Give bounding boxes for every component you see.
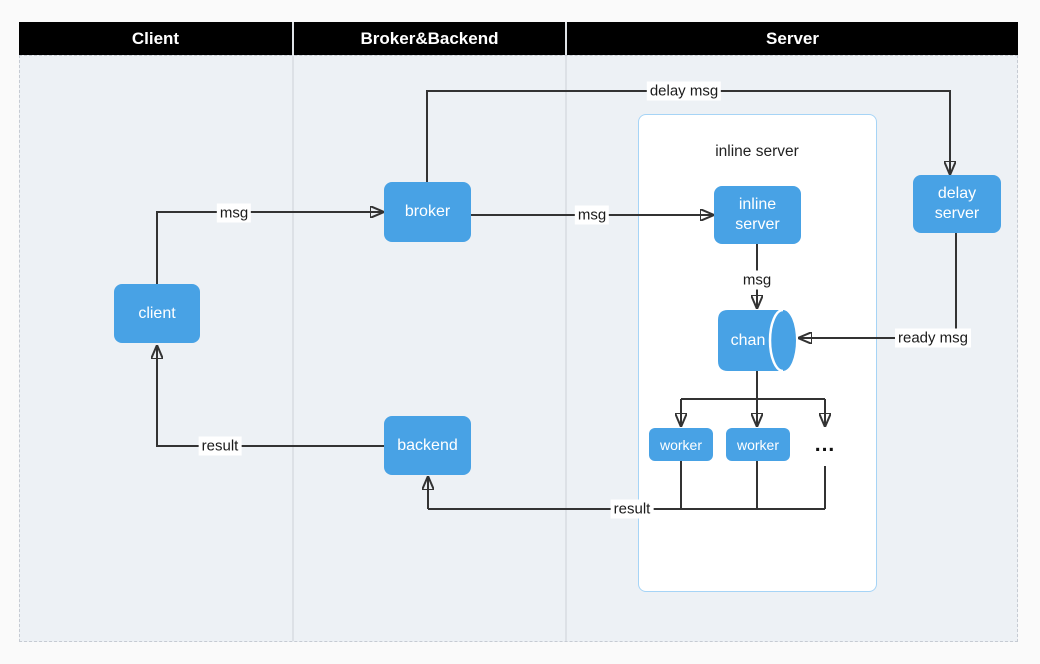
lane-divider-2 — [565, 56, 567, 641]
node-backend: backend — [384, 416, 471, 475]
node-delay-server: delay server — [913, 175, 1001, 233]
edge-workers-result-bus — [428, 461, 826, 510]
lane-header-broker-backend: Broker&Backend — [292, 22, 565, 55]
edge-label-delay-msg: delay msg — [646, 81, 722, 101]
more-workers-ellipsis: ... — [814, 432, 836, 456]
lane-header-server: Server — [565, 22, 1018, 55]
node-broker: broker — [384, 182, 471, 242]
edge-label-msg-client-broker: msg — [216, 203, 252, 223]
edge-delay-server-to-chan — [800, 233, 957, 338]
edge-broker-to-delay-server — [426, 90, 950, 182]
chan-label: chan — [730, 331, 766, 349]
lane-header-row: Client Broker&Backend Server — [19, 22, 1018, 55]
edge-label-result-workers: result — [610, 499, 654, 519]
edge-label-msg-inline-chan: msg — [739, 270, 775, 290]
chan-cylinder-shape — [718, 308, 796, 373]
lane-header-client: Client — [131, 28, 180, 48]
node-client: client — [114, 284, 200, 343]
edge-backend-to-client — [157, 347, 384, 447]
node-worker-1: worker — [649, 428, 713, 461]
edge-label-ready-msg: ready msg — [894, 328, 972, 348]
edge-label-msg-broker-inline: msg — [574, 205, 610, 225]
node-chan: chan — [717, 308, 797, 373]
inline-server-group-title: inline server — [715, 143, 799, 160]
lane-divider-1 — [292, 56, 294, 641]
node-worker-2: worker — [726, 428, 790, 461]
node-inline-server: inline server — [714, 186, 801, 244]
edge-client-to-broker — [156, 212, 382, 284]
edge-label-result-backend: result — [198, 436, 242, 456]
edge-chan-fanout — [681, 371, 825, 400]
